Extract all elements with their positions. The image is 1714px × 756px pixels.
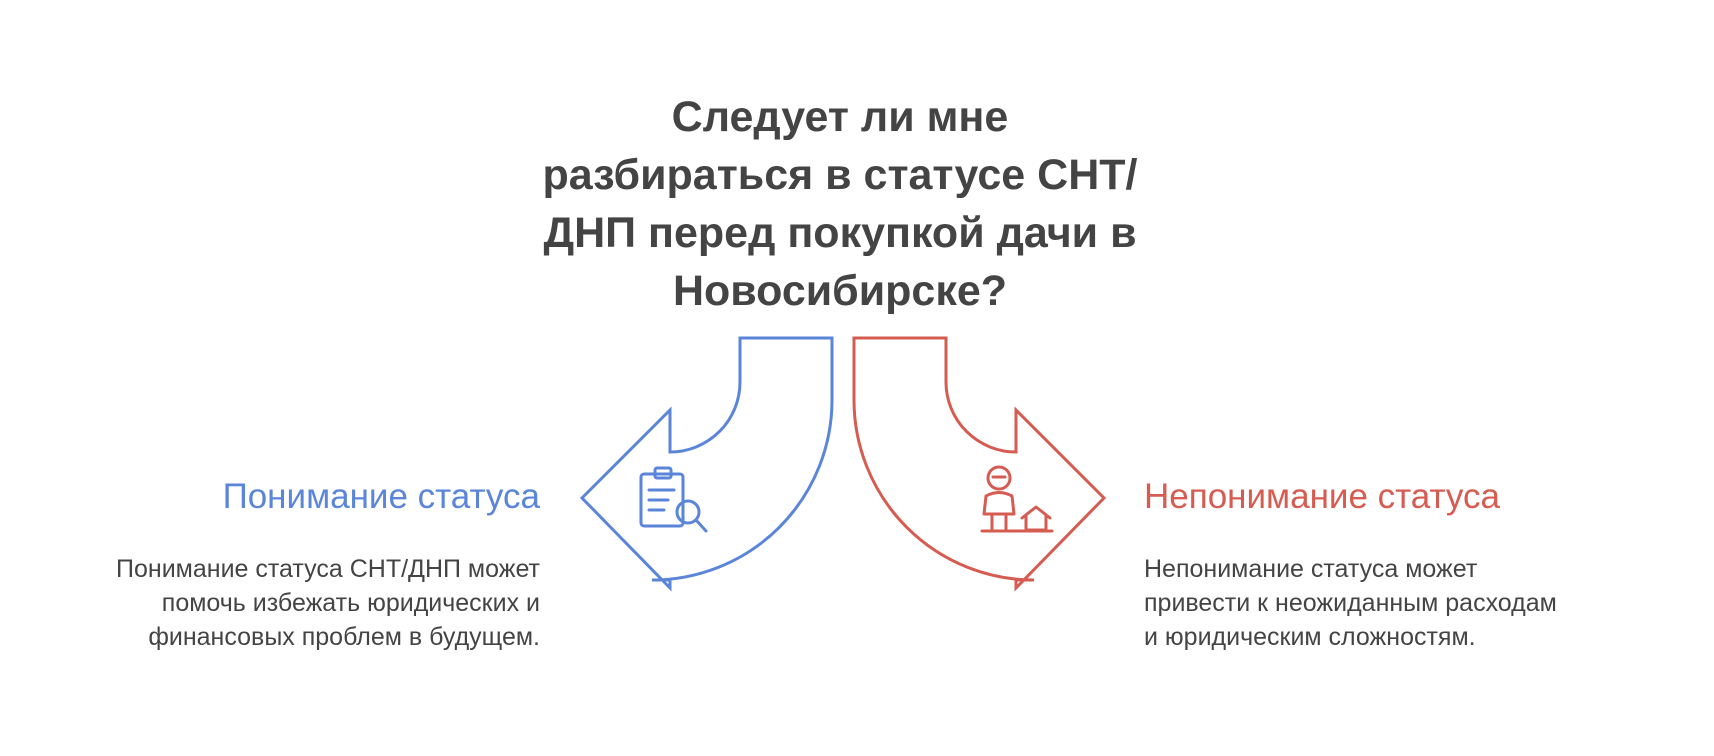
title-line: ДНП перед покупкой дачи в bbox=[543, 209, 1137, 257]
description-line: Понимание статуса СНТ/ДНП может bbox=[116, 555, 540, 583]
description-line: финансовых проблем в будущем. bbox=[148, 623, 540, 651]
clipboard-search-icon bbox=[639, 466, 708, 533]
title-line: Следует ли мне bbox=[671, 93, 1009, 141]
diagram-title: Следует ли мне разбираться в статусе СНТ… bbox=[480, 88, 1200, 320]
option-description-understanding: Понимание статуса СНТ/ДНП может помочь и… bbox=[116, 552, 540, 654]
title-line: разбираться в статусе СНТ/ bbox=[542, 151, 1138, 199]
right-arrow bbox=[852, 336, 1107, 592]
left-arrow bbox=[579, 336, 834, 592]
title-line: Новосибирске? bbox=[672, 267, 1008, 315]
option-heading-misunderstanding: Непонимание статуса bbox=[1144, 477, 1500, 516]
description-line: привести к неожиданным расходам bbox=[1144, 589, 1557, 617]
description-line: и юридическим сложностям. bbox=[1144, 623, 1476, 651]
option-description-misunderstanding: Непонимание статуса может привести к нео… bbox=[1144, 552, 1557, 654]
description-line: помочь избежать юридических и bbox=[161, 589, 540, 617]
person-house-icon bbox=[980, 465, 1054, 533]
option-heading-understanding: Понимание статуса bbox=[222, 477, 540, 516]
description-line: Непонимание статуса может bbox=[1144, 555, 1478, 583]
